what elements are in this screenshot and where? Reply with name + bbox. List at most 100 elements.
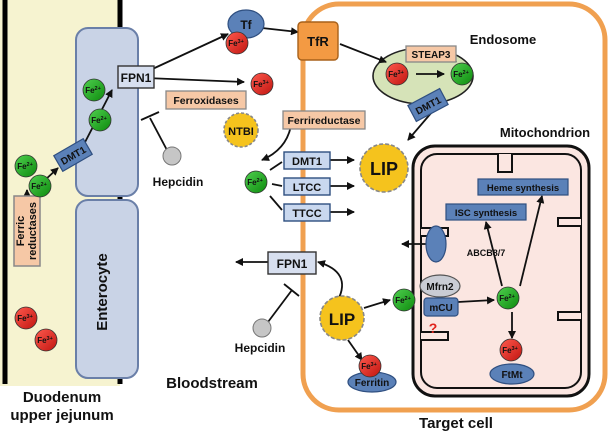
fpn1-enterocyte-label: FPN1 [121,71,152,85]
ion-charge: 2+ [95,86,101,92]
ion-charge: 3+ [398,70,404,76]
ion-circle [385,62,409,86]
ion-circle [499,338,523,362]
fpn1-target: FPN1 [267,251,317,275]
hepcidin-upper: Hepcidin [153,146,204,189]
arrow-tfr-to-endosome [339,43,387,64]
mcu-question-mark: ? [429,320,438,336]
channel-ttcc-label: TTCC [292,208,321,220]
channel-ltcc: LTCC [283,177,331,196]
hepcidin-inhibition [140,111,300,323]
ion-circle [244,170,268,194]
ferrireductase-label: Ferrireductase [288,115,361,127]
ion-charge: 3+ [512,346,518,352]
ferrireductase: Ferrireductase [282,110,366,130]
enterocyte-label: Enterocyte [94,253,111,331]
arrow-fe2-to-heme [519,195,545,287]
ion-label: Fe2+ [85,86,101,95]
arrow-tf-to-tfr [261,27,299,36]
steap3: STEAP3 [405,45,457,63]
duodenum-label-line2: upper jejunum [10,407,113,424]
ion-label: Fe3+ [361,362,377,371]
fpn1-target-label: FPN1 [277,257,308,271]
mfrn2: Mfrn2 [419,274,461,298]
ion-charge: 2+ [509,294,515,300]
ion-label: Fe2+ [31,182,47,191]
ion-circle [250,72,274,96]
fpn1-enterocyte: FPN1 [117,65,155,89]
ion-label: Fe3+ [388,70,404,79]
ion-charge: 2+ [405,296,411,302]
ion-label: Fe3+ [502,346,518,355]
channel-ltcc-label: LTCC [293,182,322,194]
ion-fe2-lumen-1: Fe2+ [14,154,38,178]
heme-synthesis: Heme synthesis [477,178,569,196]
ion-fe2-mito: Fe2+ [496,286,520,310]
hepcidin-lower: Hepcidin [235,318,286,355]
ion-fe3-blood: Fe3+ [250,72,274,96]
ftmt-label: FtMt [501,370,523,381]
heme-label: Heme synthesis [487,183,559,194]
ion-fe2-enterocyte-1: Fe2+ [82,78,106,102]
ntbi-label: NTBI [228,126,254,138]
tf-label: Tf [240,18,252,32]
ion-fe3-on-ferritin: Fe3+ [358,354,382,378]
ion-circle [14,306,38,330]
ntbi: NTBI [223,112,259,148]
ion-circle [358,354,382,378]
ion-fe2-enterocyte-2: Fe2+ [88,108,112,132]
ion-fe3-endosome: Fe3+ [385,62,409,86]
ion-fe2-blood: Fe2+ [244,170,268,194]
ion-label: Fe2+ [247,178,263,187]
ion-charge: 2+ [257,178,263,184]
ion-circle [392,288,416,312]
arrow-mcu-to-fe2-mito [457,296,495,305]
abcb-label: ABCB8/7 [467,248,506,258]
ion-circle [28,174,52,198]
ion-charge: 2+ [27,162,33,168]
ferric-line2: reductases [27,202,39,260]
ion-charge: 2+ [41,182,47,188]
transferrin: Tf [227,9,265,39]
ion-fe3-lumen-1: Fe3+ [14,306,38,330]
ion-circle [34,328,58,352]
arrow-endosome-to-lip [407,111,433,141]
hepcidin-lower-label: Hepcidin [235,341,286,355]
channel-ttcc: TTCC [283,203,331,222]
ion-charge: 2+ [101,116,107,122]
tfr-label: TfR [307,34,329,49]
ion-circle [450,62,474,86]
hepcidin-upper-label: Hepcidin [153,175,204,189]
ferroxidases: Ferroxidases [165,90,247,110]
channel-dmt1-label: DMT1 [292,156,322,168]
mcu: mCU [423,297,459,317]
mcu-label: mCU [429,303,452,314]
steap3-label: STEAP3 [412,50,451,61]
duodenum-label-line1: Duodenum [23,389,101,406]
ion-charge: 3+ [27,314,33,320]
ion-fe2-lumen-2: Fe2+ [28,174,52,198]
ion-charge: 3+ [263,80,269,86]
ion-circle [82,78,106,102]
iron-ions: Fe3+ Fe3+ Fe2+ Fe2+ Fe2+ Fe2+ Fe3+ Fe3+ Fe3+ Fe2+… [14,31,523,378]
ion-label: Fe2+ [91,116,107,125]
ion-label: Fe3+ [228,39,244,48]
ion-charge: 3+ [47,336,53,342]
endosome-label: Endosome [470,32,536,47]
isc-synthesis: ISC synthesis [445,203,527,221]
ftmt: FtMt [489,363,535,385]
arrow-fpn1-to-tf [145,33,229,73]
ion-label: Fe3+ [253,80,269,89]
mitochondrion-label: Mitochondrion [500,125,590,140]
arrow-fpn1-to-fe3 [145,77,245,86]
ion-charge: 3+ [371,362,377,368]
ion-fe3-ftmt: Fe3+ [499,338,523,362]
ferroxidases-label: Ferroxidases [173,95,239,107]
ion-charge: 2+ [463,70,469,76]
ion-label: Fe3+ [17,314,33,323]
ion-fe2-endosome: Fe2+ [450,62,474,86]
ferric-reductases: Ferric reductases [13,195,41,267]
lip-lower-label: LIP [329,310,355,329]
arrow-lip-to-ferritin [347,339,363,361]
target-cell-label: Target cell [419,415,493,432]
